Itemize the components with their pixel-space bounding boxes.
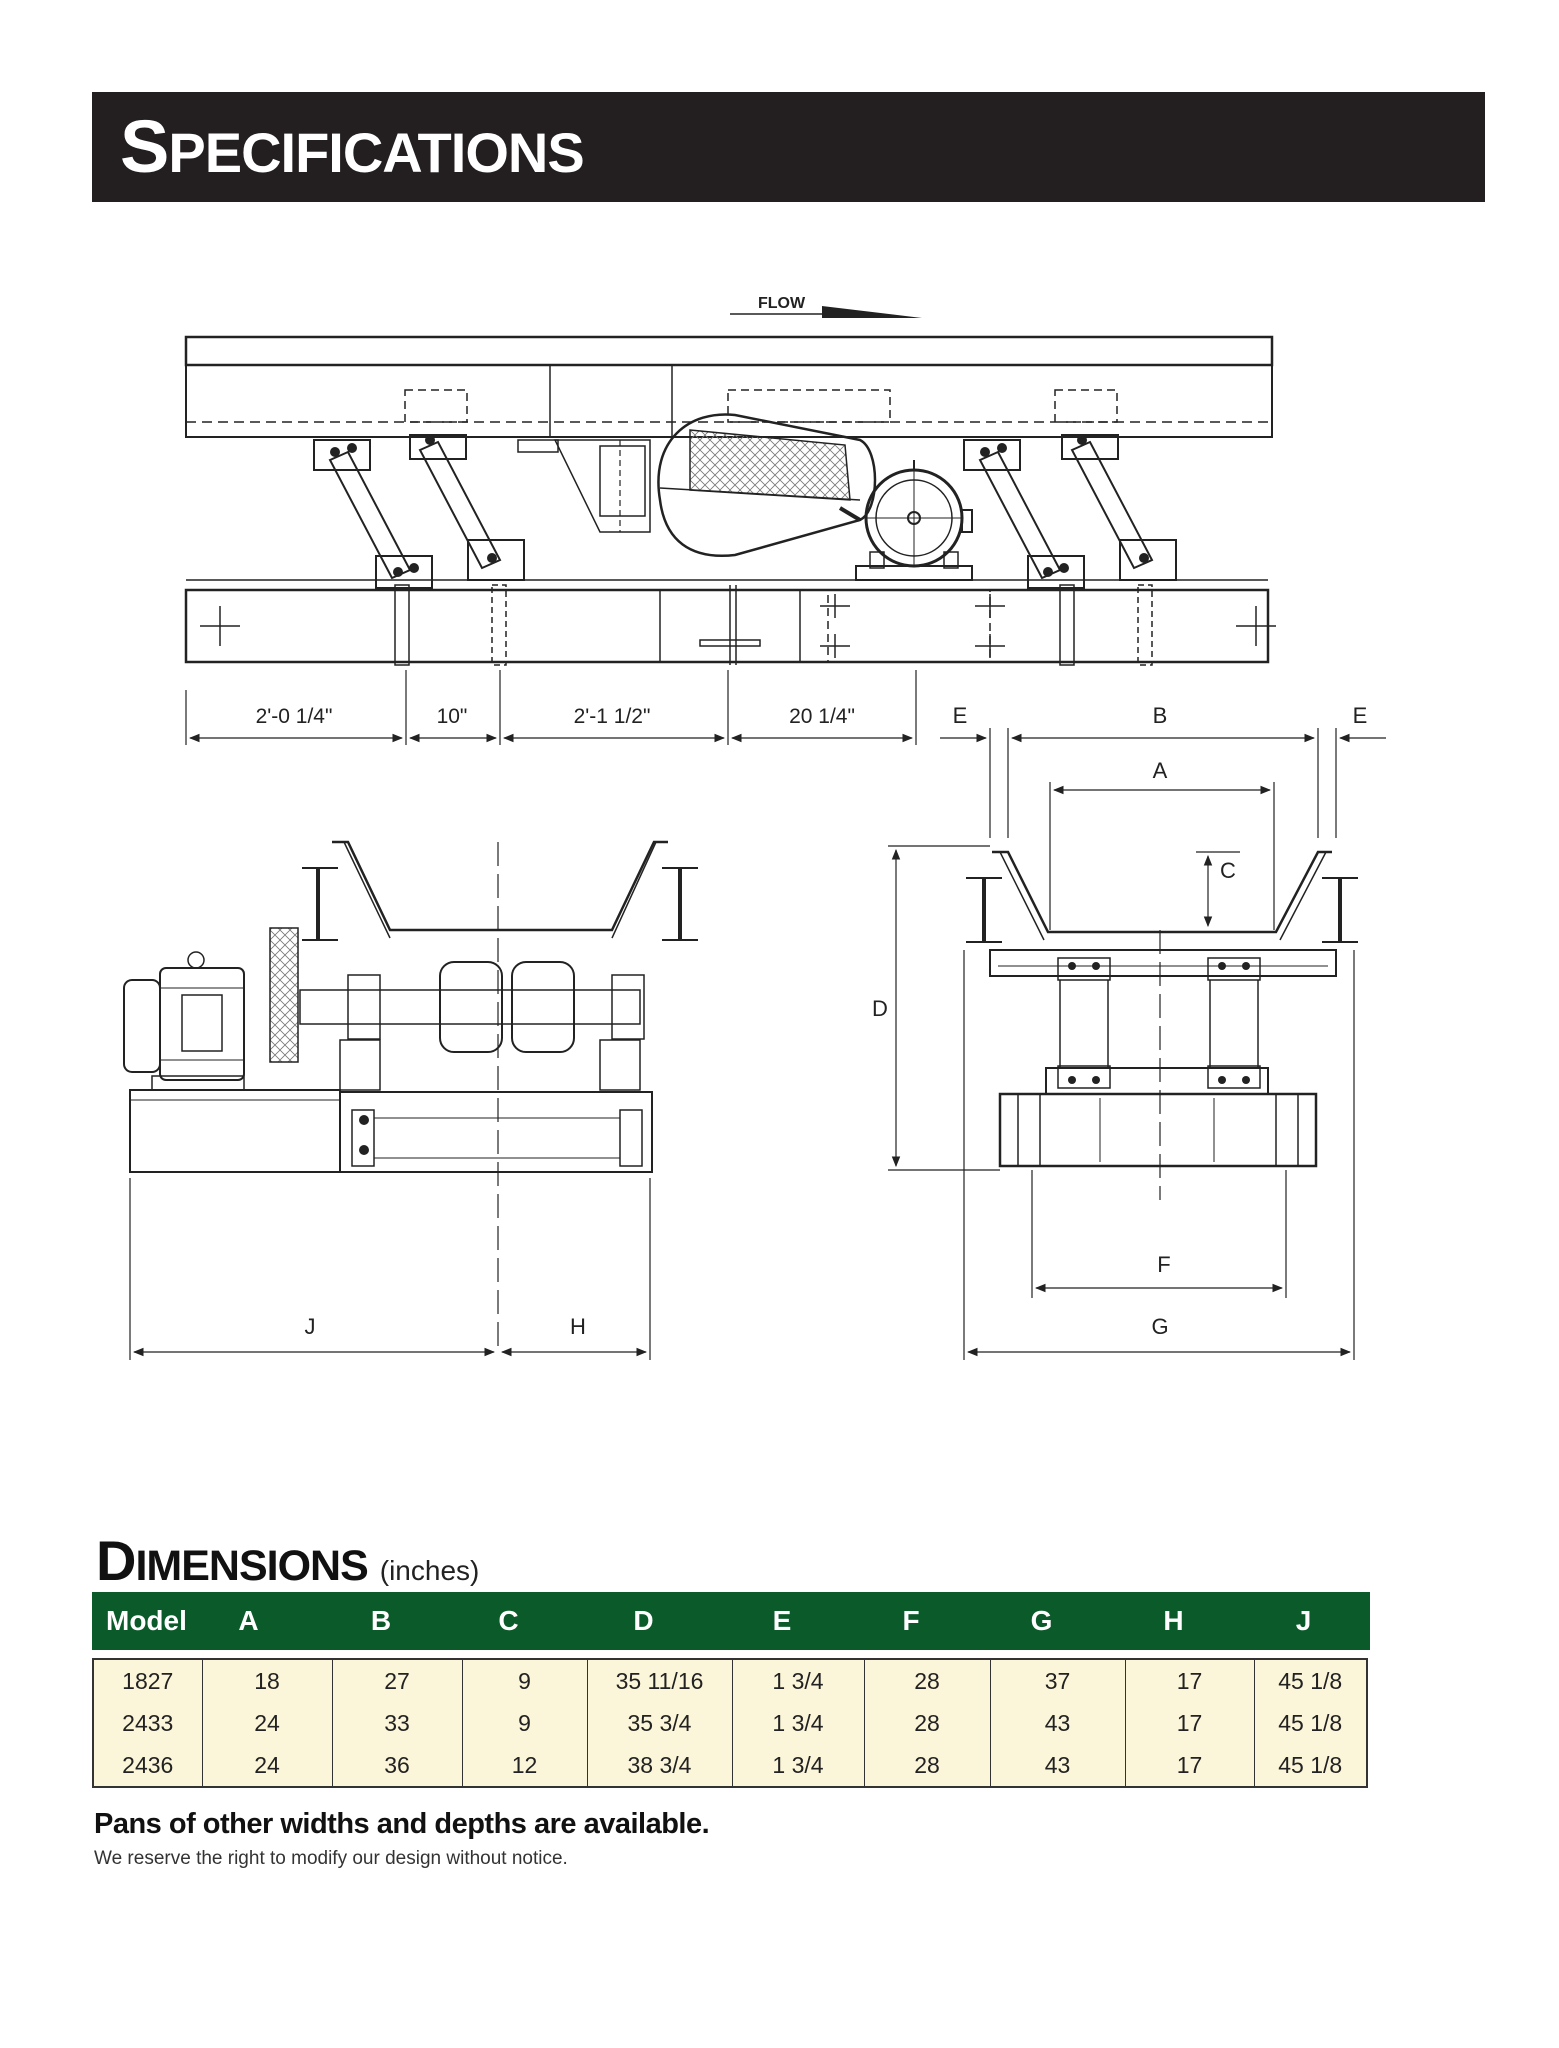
dimensions-unit: (inches)	[379, 1555, 480, 1586]
column-header-d: D	[633, 1605, 654, 1636]
column-header-e: E	[772, 1605, 792, 1636]
column-header-f: F	[902, 1605, 920, 1636]
dim-letter-b: B	[1153, 703, 1168, 728]
column-header-g: G	[1030, 1605, 1053, 1636]
column-header-j: J	[1295, 1605, 1312, 1636]
disclaimer-note: We reserve the right to modify our desig…	[94, 1848, 568, 1869]
side-dim-4: 20 1/4"	[789, 705, 855, 728]
end-view-pan-dimension-lines	[888, 728, 1386, 1360]
dim-letter-e-right: E	[1353, 703, 1368, 728]
side-dim-1: 2'-0 1/4"	[256, 705, 333, 728]
column-header-model: Model	[106, 1605, 187, 1636]
side-view: FLOW	[184, 295, 1276, 666]
end-view-dimension-lines	[129, 1178, 651, 1360]
dim-letter-a: A	[1153, 758, 1168, 783]
end-view-pan	[966, 850, 1358, 1200]
flow-arrow-icon	[822, 306, 922, 318]
column-header-a: A	[238, 1605, 259, 1636]
dimensions-heading: DIMENSIONS (inches)	[96, 1528, 479, 1593]
column-header-c: C	[498, 1605, 519, 1636]
dim-letter-f: F	[1157, 1252, 1170, 1277]
column-header-h: H	[1163, 1605, 1184, 1636]
table-row: 2436 24 36 12 38 3/4 1 3/4 28 43 17 45 1…	[94, 1744, 1366, 1786]
dimensions-title: DIMENSIONS	[96, 1529, 369, 1592]
side-dimension-line	[185, 670, 917, 745]
dim-letter-c: C	[1220, 858, 1236, 883]
dimensions-table-body: 1827 18 27 9 35 11/16 1 3/4 28 37 17 45 …	[92, 1658, 1368, 1788]
flow-label: FLOW	[758, 295, 806, 312]
side-dim-3: 2'-1 1/2"	[574, 705, 651, 728]
dimensions-table-header: Model A B C D E F G H J	[92, 1592, 1370, 1650]
dim-letter-h: H	[570, 1314, 586, 1339]
dim-letter-g: G	[1151, 1314, 1168, 1339]
side-dim-2: 10"	[437, 705, 468, 728]
column-header-b: B	[370, 1605, 392, 1636]
table-row: 1827 18 27 9 35 11/16 1 3/4 28 37 17 45 …	[94, 1660, 1366, 1702]
dim-letter-d: D	[872, 996, 888, 1021]
feeder-technical-drawing: FLOW	[123, 295, 1386, 1360]
table-row: 2433 24 33 9 35 3/4 1 3/4 28 43 17 45 1/…	[94, 1702, 1366, 1744]
dim-letter-j: J	[305, 1314, 316, 1339]
end-view-drive	[123, 840, 698, 1350]
dim-letter-e-left: E	[953, 703, 968, 728]
end-view-bolts	[1068, 962, 1250, 1084]
specifications-header: SPECIFICATIONS	[92, 92, 1485, 202]
specifications-title: SPECIFICATIONS	[120, 105, 585, 188]
availability-note: Pans of other widths and depths are avai…	[94, 1808, 710, 1840]
